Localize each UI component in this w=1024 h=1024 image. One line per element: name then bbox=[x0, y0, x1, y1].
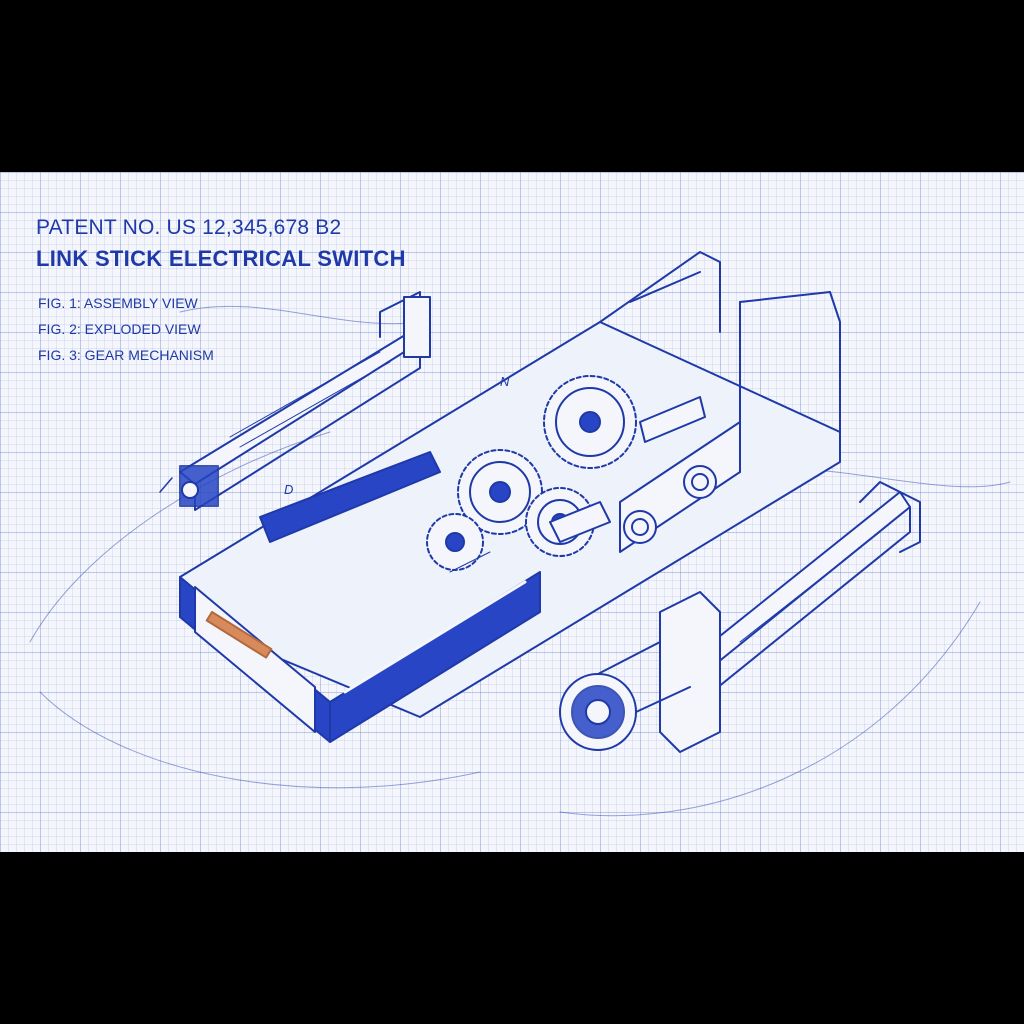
blueprint-sheet: PATENT NO. US 12,345,678 B2 LINK STICK E… bbox=[0, 172, 1024, 852]
annotation-d: D bbox=[284, 482, 293, 497]
letterbox-top bbox=[0, 0, 1024, 172]
upper-rod-bracket bbox=[179, 291, 431, 511]
lower-rod-assembly bbox=[559, 481, 921, 753]
figure-list: FIG. 1: ASSEMBLY VIEW FIG. 2: EXPLODED V… bbox=[38, 290, 214, 368]
letterbox-bottom bbox=[0, 852, 1024, 1024]
patent-number: PATENT NO. US 12,345,678 B2 bbox=[36, 216, 342, 239]
figure-label-3: FIG. 3: GEAR MECHANISM bbox=[38, 347, 214, 363]
figure-label-1: FIG. 1: ASSEMBLY VIEW bbox=[38, 295, 198, 311]
figure-label-2: FIG. 2: EXPLODED VIEW bbox=[38, 321, 201, 337]
annotation-n: N bbox=[500, 374, 510, 389]
device-title: LINK STICK ELECTRICAL SWITCH bbox=[36, 246, 406, 271]
switch-drawing: N D bbox=[29, 251, 1011, 817]
title-block: PATENT NO. US 12,345,678 B2 LINK STICK E… bbox=[36, 216, 406, 272]
gear-train bbox=[426, 375, 706, 571]
